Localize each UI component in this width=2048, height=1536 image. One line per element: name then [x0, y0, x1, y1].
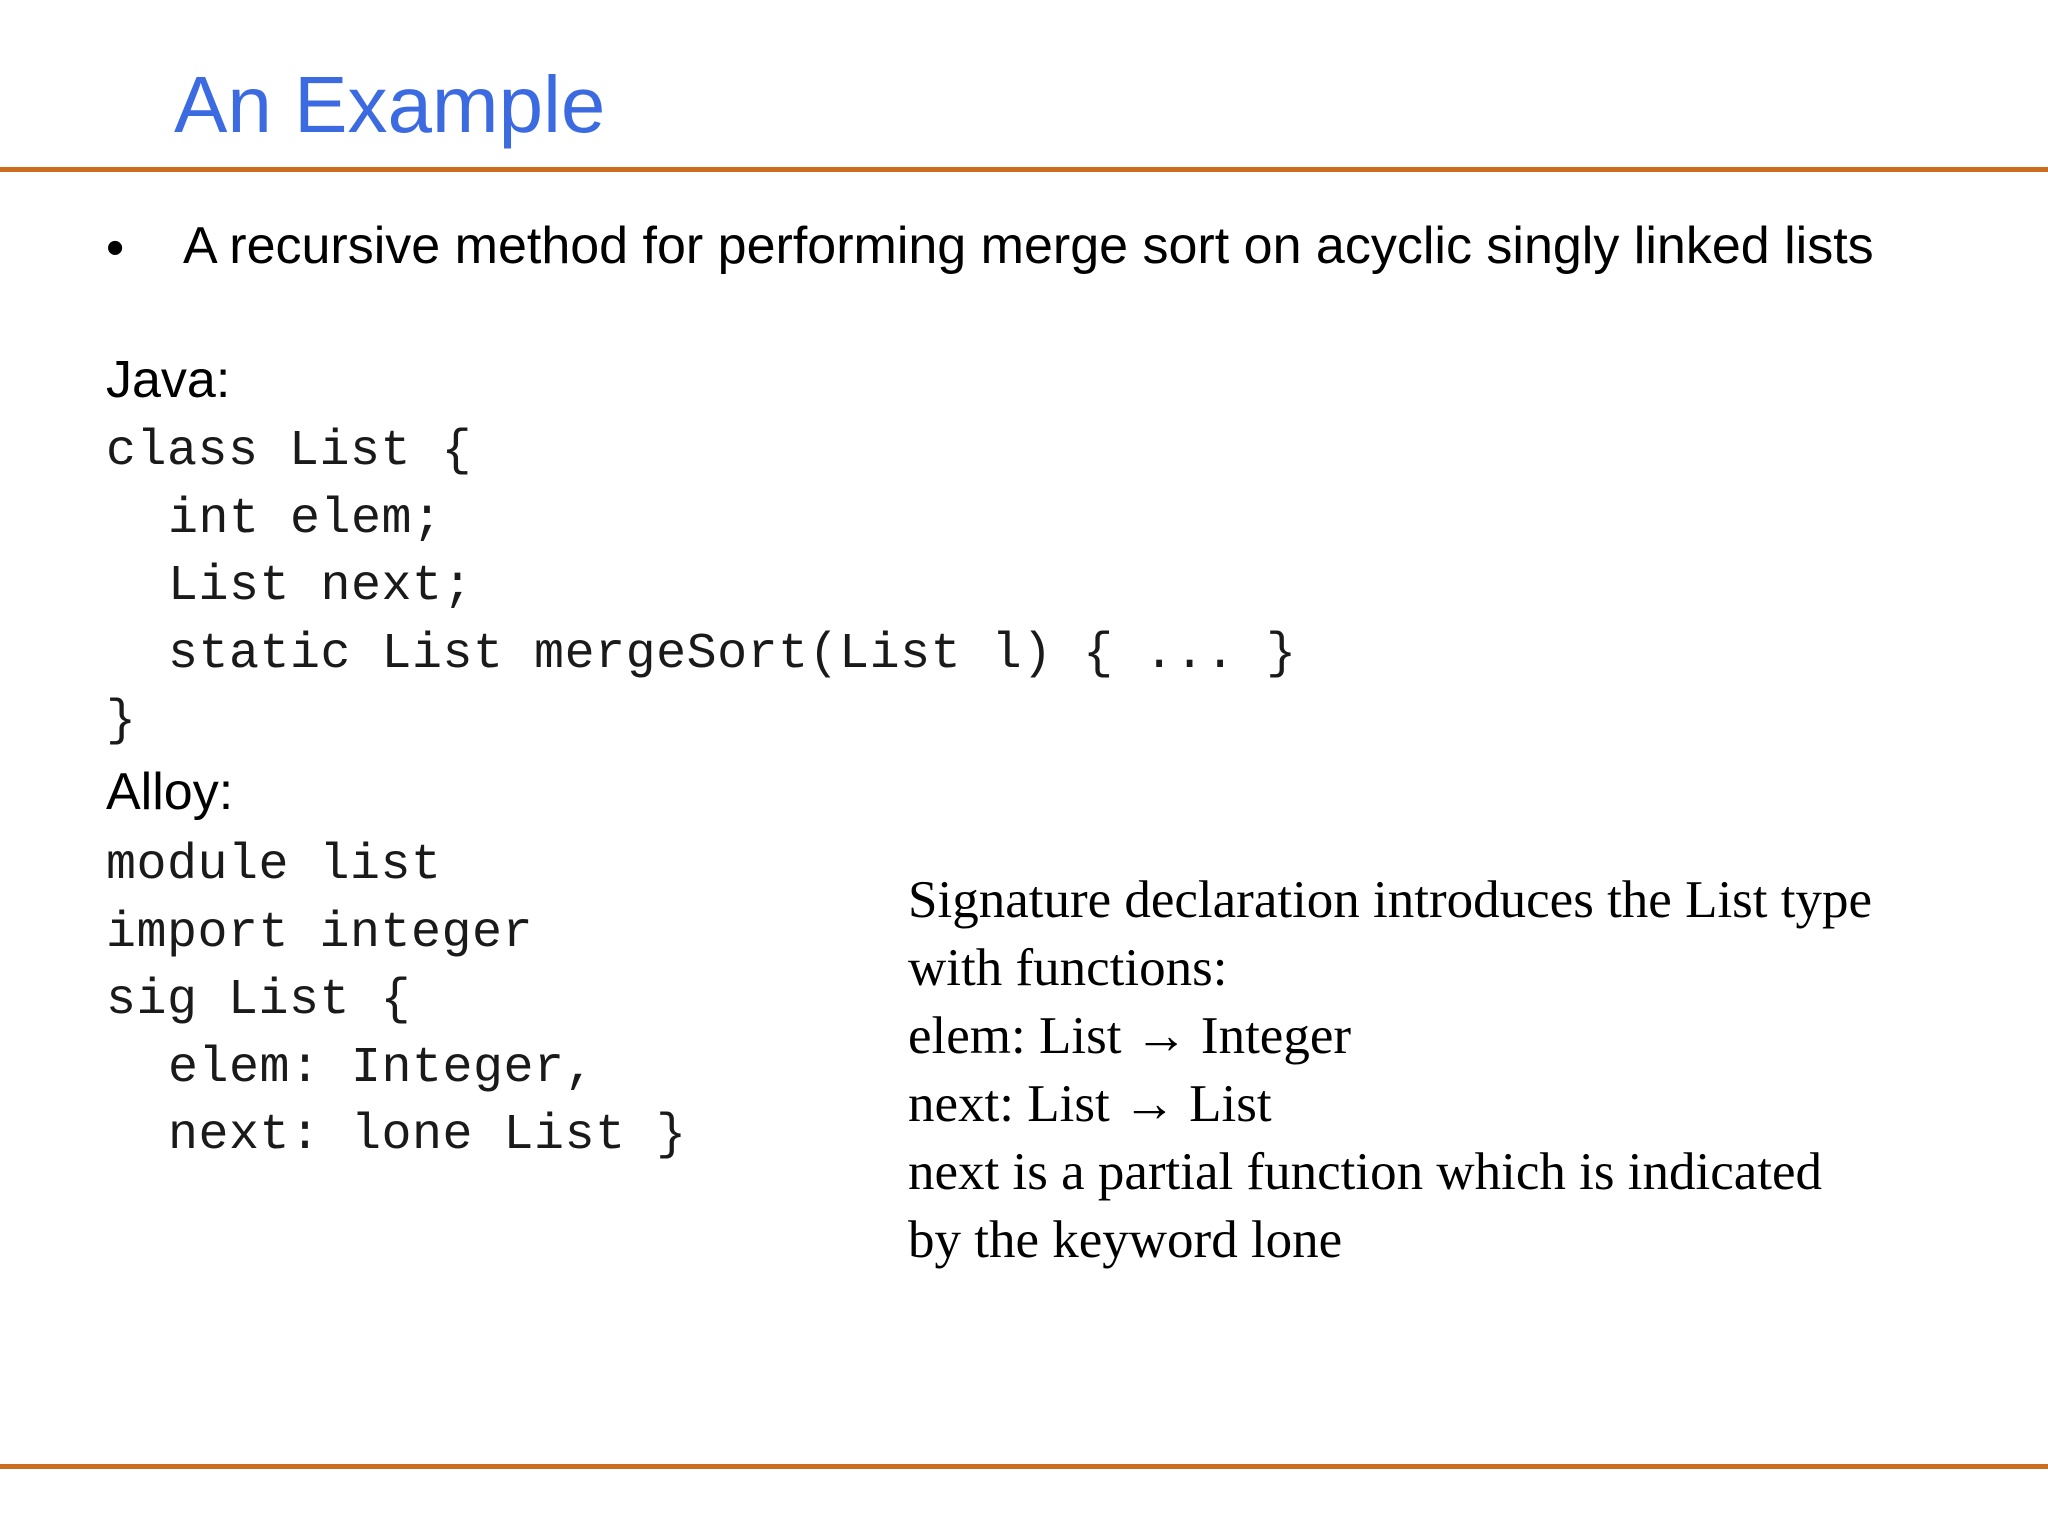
slide-title: An Example [174, 60, 606, 149]
note-line: elem: List → Integer [908, 1007, 1351, 1065]
note-line: with functions: [908, 939, 1228, 997]
java-code-block: class List { int elem; List next; static… [106, 418, 1297, 756]
bullet-text: A recursive method for performing merge … [183, 217, 1874, 275]
code-line: next: lone List } [168, 1107, 687, 1164]
alloy-label: Alloy: [106, 763, 234, 821]
footer-divider [0, 1464, 2048, 1469]
alloy-code-block: module list import integer sig List { el… [106, 832, 687, 1170]
code-line: module list [106, 837, 442, 894]
signature-note: Signature declaration introduces the Lis… [908, 866, 1988, 1274]
code-line: static List mergeSort(List l) { ... } [168, 625, 1297, 683]
code-line: import integer [106, 904, 534, 962]
code-line: } [106, 693, 137, 750]
code-line: class List { [106, 423, 473, 480]
note-line: next is a partial function which is indi… [908, 1143, 1822, 1201]
note-line: by the keyword lone [908, 1211, 1343, 1269]
code-line: int elem; [168, 490, 443, 548]
code-line: elem: Integer, [168, 1039, 596, 1097]
java-label: Java: [106, 351, 231, 409]
note-line: next: List → List [908, 1075, 1272, 1133]
title-divider [0, 167, 2048, 172]
note-line: Signature declaration introduces the Lis… [908, 871, 1873, 929]
bullet-marker: • [106, 219, 125, 277]
code-line: List next; [168, 558, 474, 615]
code-line: sig List { [106, 972, 412, 1029]
